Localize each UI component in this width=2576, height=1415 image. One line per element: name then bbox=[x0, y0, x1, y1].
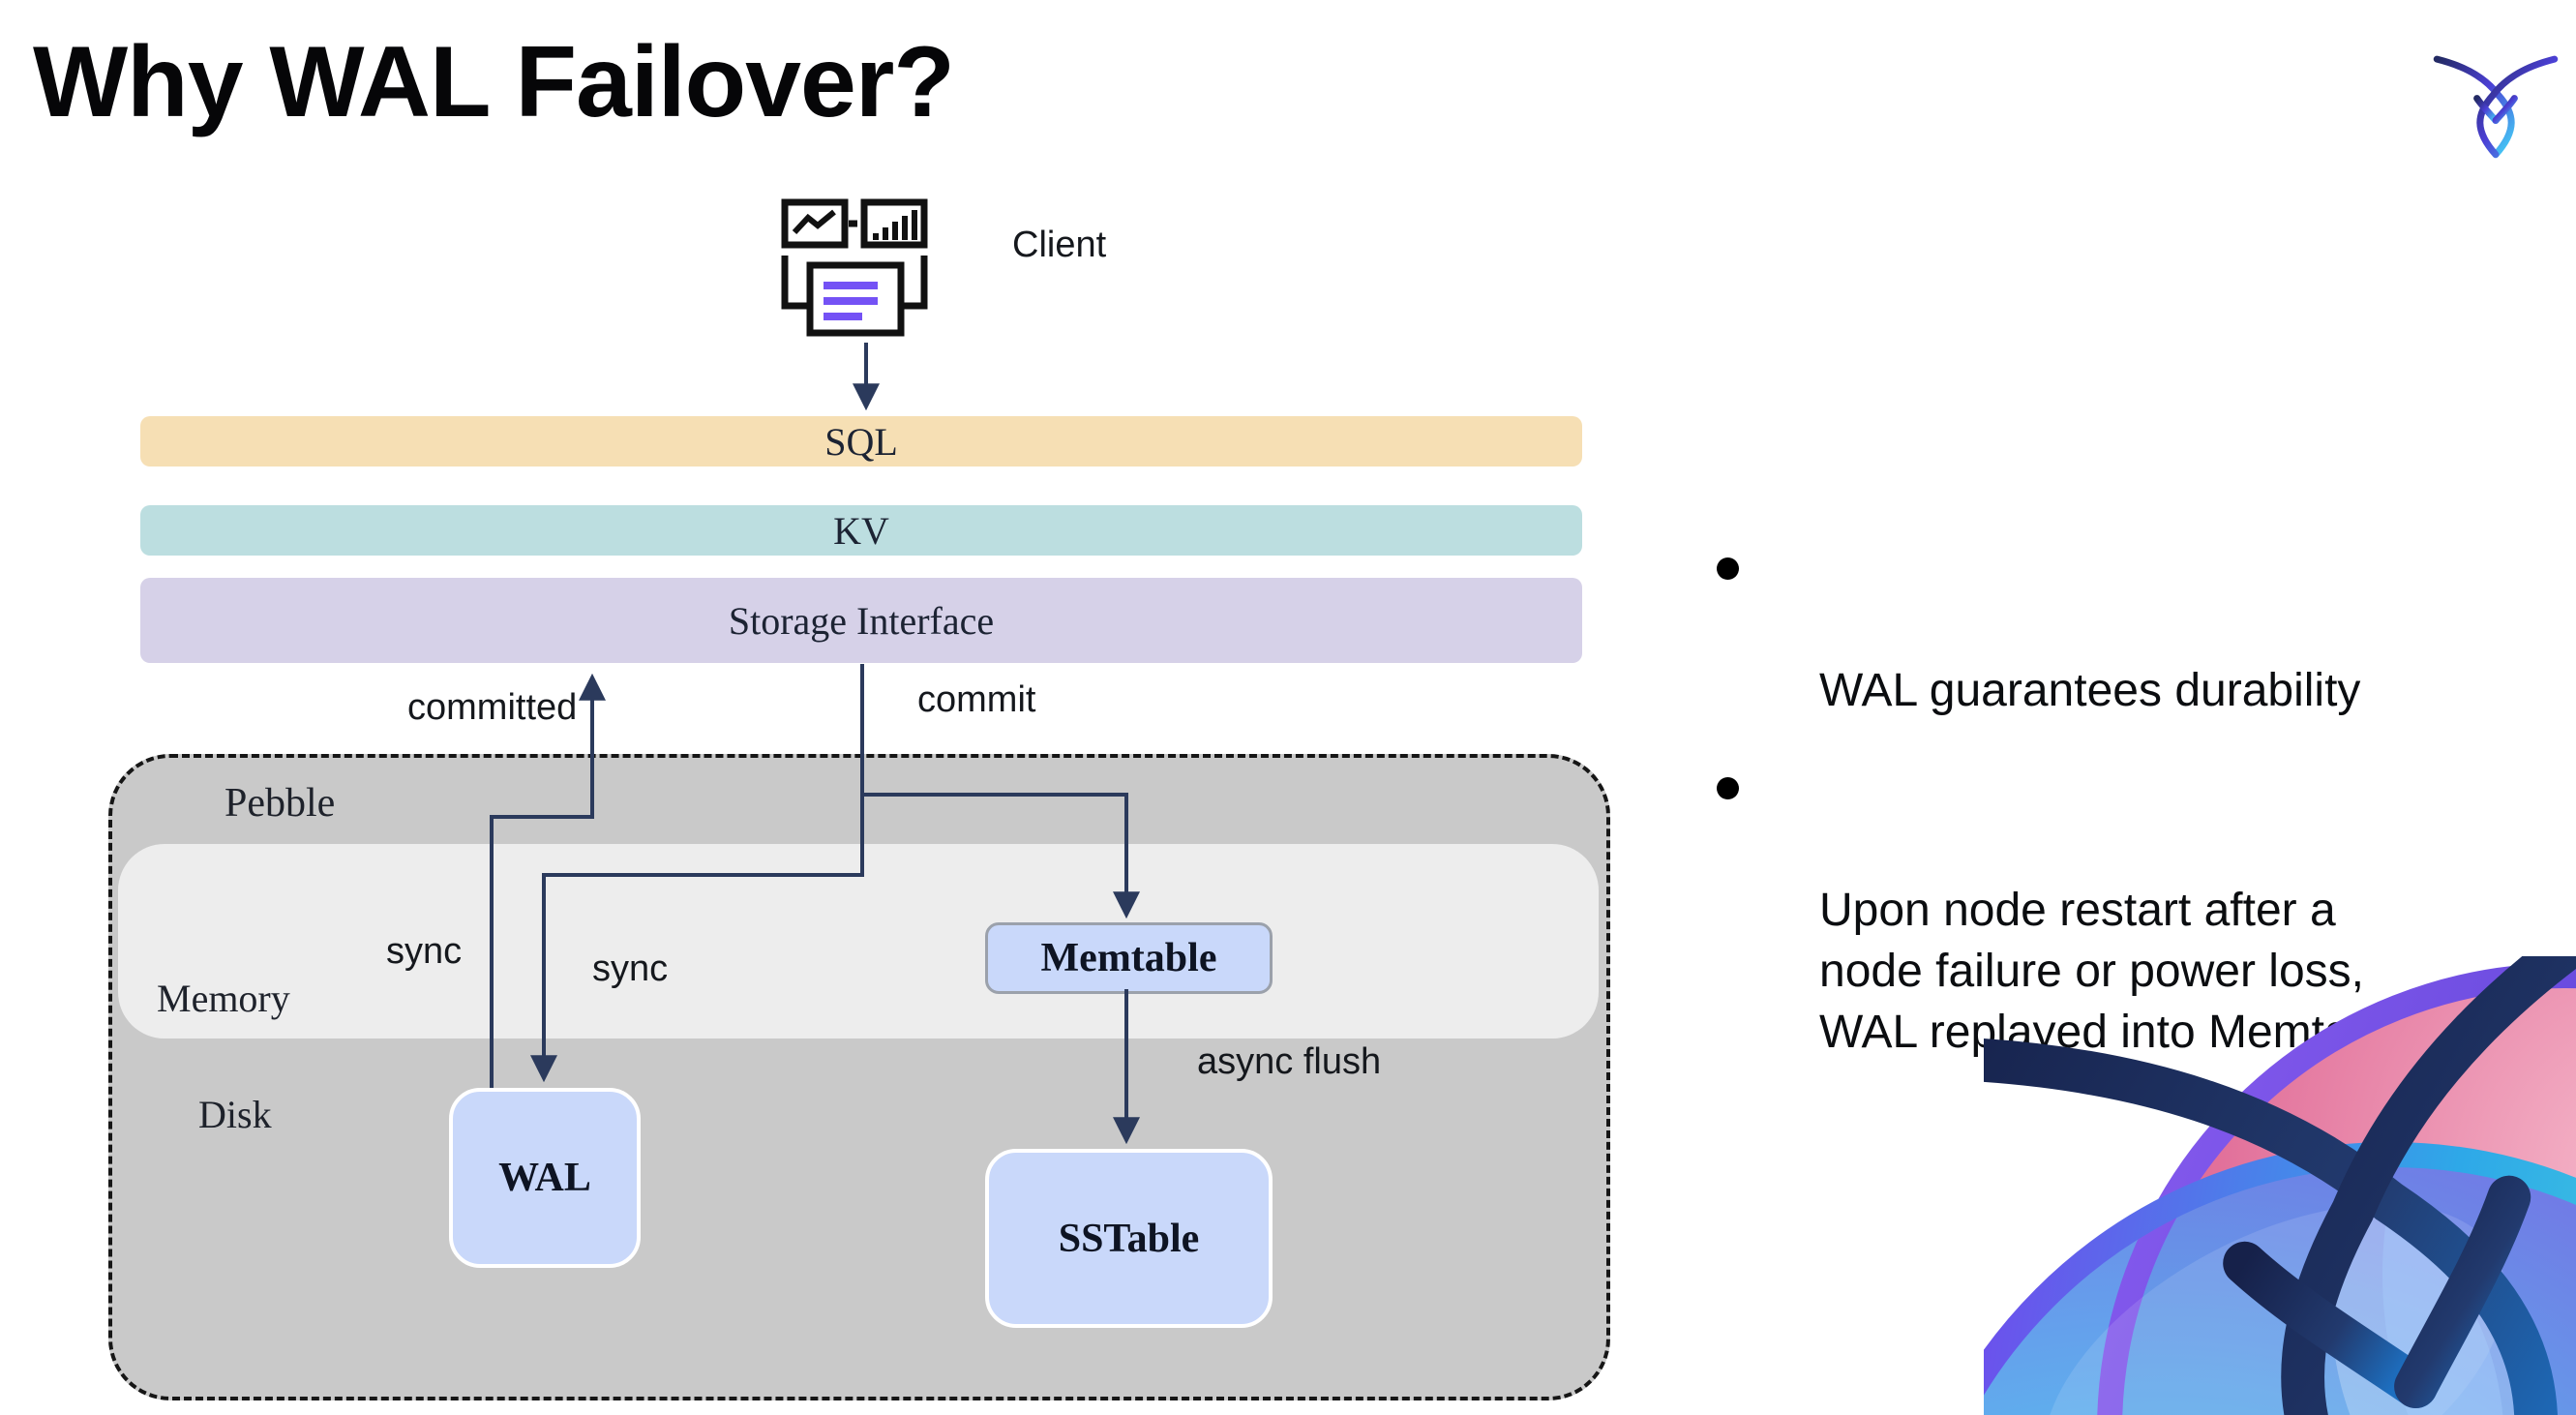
disk-label: Disk bbox=[198, 1093, 272, 1136]
layer-kv: KV bbox=[140, 505, 1582, 556]
layer-kv-label: KV bbox=[833, 508, 889, 553]
edge-label-async-flush: async flush bbox=[1197, 1041, 1382, 1082]
edge-label-sync-1: sync bbox=[386, 931, 463, 972]
bullet-text-1: WAL guarantees durability bbox=[1819, 665, 2361, 716]
document-icon bbox=[781, 256, 928, 337]
node-wal: WAL bbox=[449, 1088, 641, 1268]
edge-label-sync-2: sync bbox=[592, 948, 669, 989]
line-chart-icon bbox=[781, 198, 849, 249]
layer-sql: SQL bbox=[140, 416, 1582, 467]
memory-label: Memory bbox=[157, 977, 290, 1020]
layer-storage-label: Storage Interface bbox=[728, 598, 995, 643]
bar-chart-icon bbox=[860, 198, 928, 249]
edge-label-committed: committed bbox=[407, 687, 578, 728]
node-memtable: Memtable bbox=[985, 922, 1273, 994]
pebble-label: Pebble bbox=[225, 781, 336, 826]
memtable-label: Memtable bbox=[1040, 936, 1217, 980]
cockroachdb-spheres-art-icon bbox=[1984, 956, 2576, 1415]
edge-label-commit: commit bbox=[917, 679, 1036, 720]
page-title: Why WAL Failover? bbox=[33, 26, 955, 138]
layer-storage-interface: Storage Interface bbox=[140, 578, 1582, 663]
sstable-label: SSTable bbox=[1058, 1216, 1200, 1261]
wal-label: WAL bbox=[498, 1156, 591, 1200]
layer-sql-label: SQL bbox=[824, 419, 898, 464]
node-sstable: SSTable bbox=[985, 1149, 1273, 1328]
memory-zone bbox=[118, 844, 1599, 1039]
bullet-dot bbox=[1717, 777, 1739, 799]
bullet-item-1: WAL guarantees durability bbox=[1713, 538, 2576, 721]
client-label: Client bbox=[1012, 225, 1107, 265]
cockroachdb-logo-icon bbox=[2433, 55, 2559, 159]
bullet-dot bbox=[1717, 557, 1739, 580]
client-icon bbox=[781, 198, 928, 337]
